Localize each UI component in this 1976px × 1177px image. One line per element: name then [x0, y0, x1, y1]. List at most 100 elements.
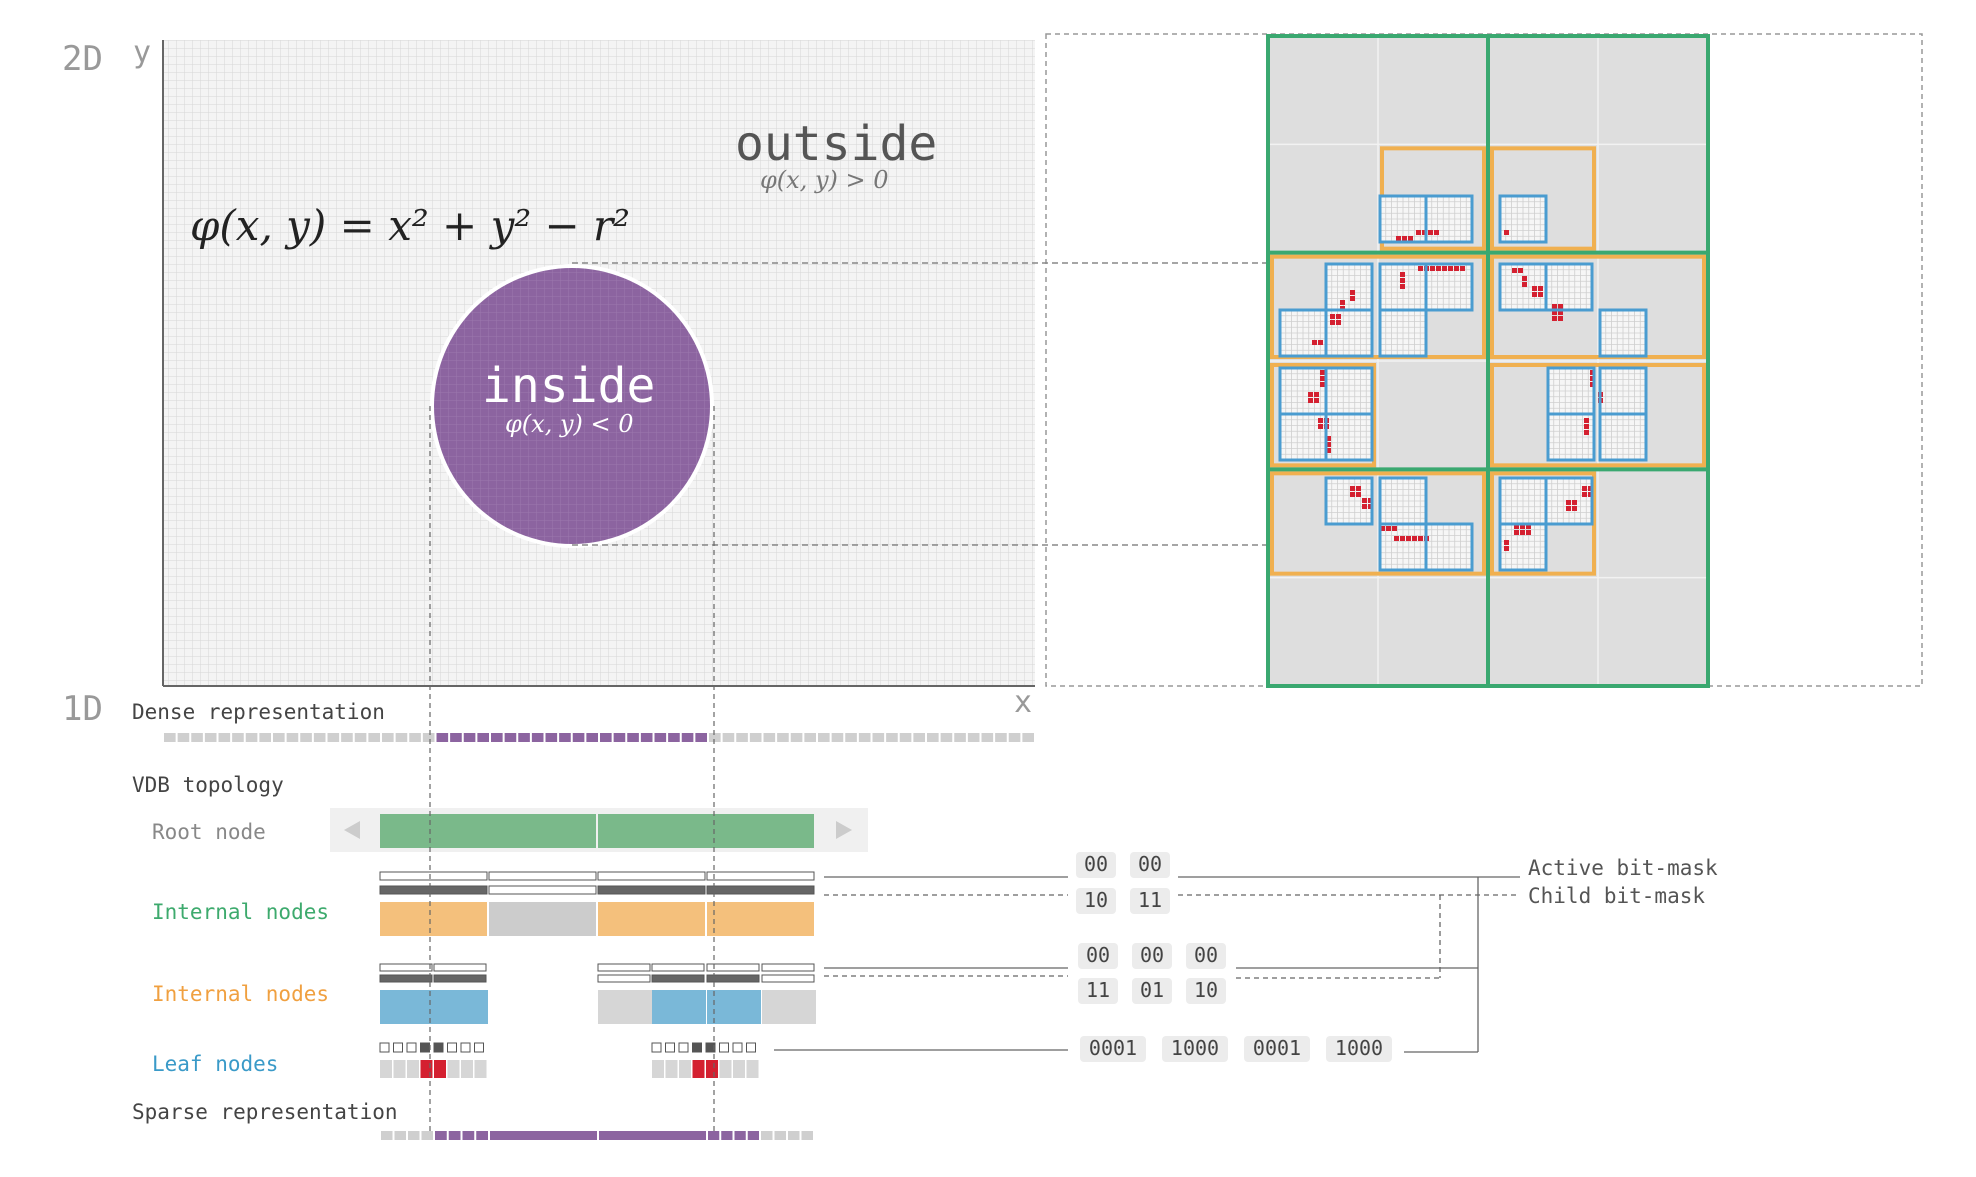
dense-cell	[749, 733, 762, 742]
chevron-right-icon[interactable]	[836, 821, 852, 839]
active-voxel	[1312, 340, 1317, 345]
dense-cell	[736, 733, 748, 742]
active-voxel	[1320, 370, 1325, 375]
leaf-frame	[1598, 412, 1648, 462]
chevron-left-icon[interactable]	[344, 821, 360, 839]
active-voxel	[1326, 436, 1331, 441]
child-mask-bar	[379, 885, 488, 895]
active-mask-bar	[379, 871, 488, 881]
active-voxel	[1362, 498, 1367, 503]
child-mask-bar	[706, 974, 760, 983]
dense-cell	[600, 733, 612, 742]
sparse-representation	[381, 1131, 813, 1140]
active-voxel	[1428, 230, 1433, 235]
root-node-left	[380, 814, 596, 848]
sparse-cell	[476, 1131, 488, 1140]
active-voxel	[1582, 486, 1587, 491]
dense-cell	[790, 733, 803, 742]
internal-node-frame	[1270, 471, 1486, 576]
active-voxel	[1552, 304, 1557, 309]
dense-cell	[1008, 733, 1021, 742]
active-bitmask-label: Active bit-mask	[1528, 856, 1718, 880]
dense-cell	[654, 733, 667, 742]
child-mask-bar	[761, 974, 815, 983]
dense-cell	[899, 733, 912, 742]
dense-cell	[450, 733, 462, 742]
dense-cell	[218, 733, 231, 742]
bitmask-chip	[1186, 978, 1226, 1004]
child-mask-bar	[488, 885, 597, 895]
leaf-frame	[1424, 194, 1474, 244]
root-node-label: Root node	[152, 820, 266, 844]
leaf-mask-cell	[719, 1042, 729, 1053]
active-voxel	[1412, 536, 1417, 541]
active-voxel	[1538, 286, 1543, 291]
internal-node	[380, 902, 487, 936]
dense-cell	[872, 733, 885, 742]
bitmask-value: 00	[1086, 943, 1110, 967]
equation: φ(x, y) = x² + y² − r²	[190, 201, 630, 250]
active-voxel	[1416, 230, 1421, 235]
leaf-mask-cell	[433, 1042, 444, 1053]
sparse-cell	[774, 1131, 786, 1140]
bitmask-connectors	[774, 876, 1520, 1053]
sparse-cell	[761, 1131, 773, 1140]
child-mask-bar	[379, 974, 433, 983]
active-voxel	[1318, 424, 1323, 429]
dense-cell	[967, 733, 980, 742]
leaf-mask-cell	[692, 1042, 702, 1053]
active-voxel	[1336, 314, 1341, 319]
leaf-voxel	[474, 1060, 487, 1078]
leaf-mask-cell	[678, 1042, 689, 1053]
bitmask-value: 1000	[1335, 1036, 1383, 1060]
leaf-mask-cell	[447, 1042, 457, 1053]
dense-cell	[886, 733, 898, 742]
leaf-voxel	[447, 1060, 460, 1078]
dense-cell	[613, 733, 626, 742]
dense-cell	[777, 733, 789, 742]
child-mask-bar	[706, 885, 815, 895]
dense-cell	[491, 733, 503, 742]
active-voxel	[1532, 292, 1537, 297]
dense-cell	[668, 733, 680, 742]
sparse-cell	[801, 1131, 813, 1140]
dense-cell	[164, 733, 176, 742]
internal-node	[489, 902, 596, 936]
dense-cell	[559, 733, 571, 742]
active-voxel	[1522, 282, 1527, 287]
bitmask-value: 11	[1138, 888, 1162, 912]
active-voxel	[1558, 310, 1563, 315]
active-voxel	[1504, 546, 1509, 551]
sparse-cell	[448, 1131, 461, 1140]
leaf-voxel	[393, 1060, 406, 1078]
child-mask-bar	[597, 885, 706, 895]
dense-cell	[245, 733, 258, 742]
active-voxel	[1326, 442, 1331, 447]
sparse-cell	[394, 1131, 406, 1140]
dense-cell	[259, 733, 271, 742]
bitmask-chip	[1076, 888, 1116, 914]
active-voxel	[1418, 266, 1423, 271]
active-voxel	[1584, 418, 1589, 423]
active-mask-bar	[597, 871, 706, 881]
sparse-cell	[721, 1131, 733, 1140]
leaf-nodes	[379, 1042, 759, 1078]
sparse-cell	[734, 1131, 746, 1140]
label-1d: 1D	[62, 689, 103, 729]
internal-node	[707, 990, 761, 1024]
dense-cell	[395, 733, 408, 742]
active-voxel	[1350, 486, 1355, 491]
dense-cell	[327, 733, 340, 742]
active-voxel	[1552, 316, 1557, 321]
active-voxel	[1566, 500, 1571, 505]
bitmask-chip	[1244, 1036, 1310, 1062]
dense-cell	[273, 733, 285, 742]
bitmask-chip	[1162, 1036, 1228, 1062]
internal-node-frame	[1490, 471, 1596, 576]
dense-cell	[913, 733, 925, 742]
dense-cell	[382, 733, 394, 742]
sparse-cell	[708, 1131, 720, 1140]
inside-region	[430, 264, 714, 548]
